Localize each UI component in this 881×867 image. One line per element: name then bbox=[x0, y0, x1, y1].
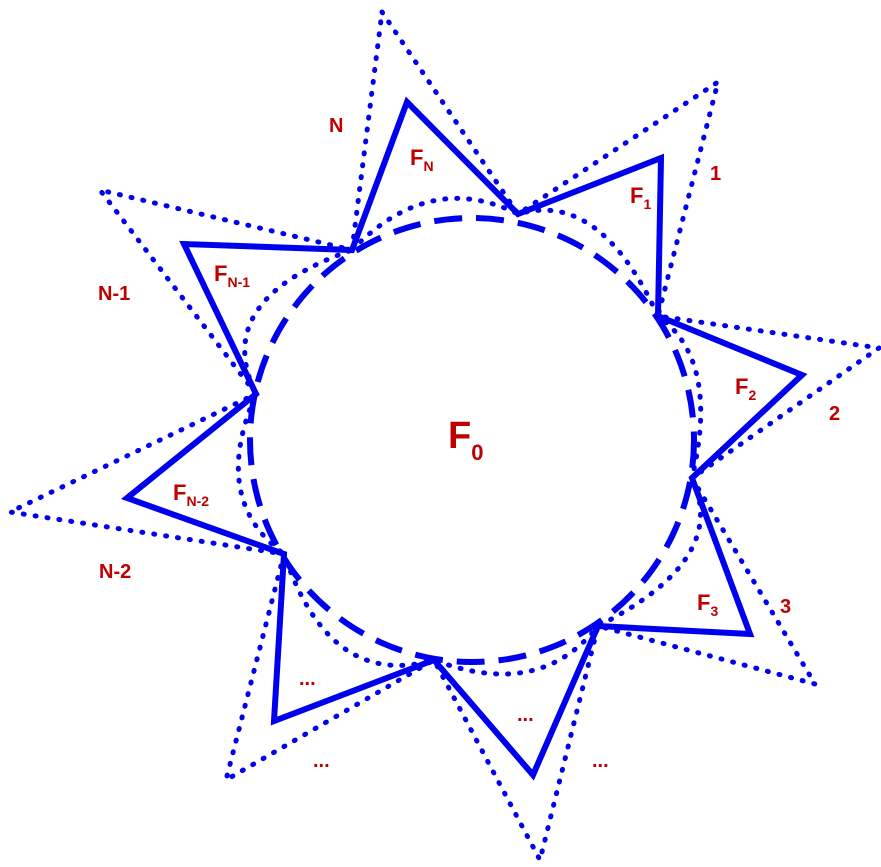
face-label-fn2: FN-2 bbox=[173, 480, 209, 509]
solid-star bbox=[120, 96, 808, 781]
index-label-3: 3 bbox=[780, 596, 791, 618]
center-label-sub: 0 bbox=[471, 440, 483, 465]
index-label-2: 2 bbox=[829, 403, 840, 425]
index-label-1: 1 bbox=[710, 163, 721, 185]
face-label-fn: FN bbox=[410, 145, 434, 174]
index-label-n: N bbox=[329, 115, 343, 137]
index-label-n1: N-1 bbox=[98, 283, 130, 305]
face-label-f2: F2 bbox=[735, 374, 756, 403]
face-label-f1: F1 bbox=[630, 183, 651, 212]
ellipsis-label: ... bbox=[313, 750, 330, 772]
ellipsis-label: ... bbox=[517, 704, 534, 726]
outer-dotted-star bbox=[7, 9, 881, 863]
index-label-n2: N-2 bbox=[99, 561, 131, 583]
center-label: F0 bbox=[448, 415, 483, 465]
ellipsis-label: ... bbox=[592, 750, 609, 772]
ellipsis-label: ... bbox=[299, 668, 316, 690]
face-label-fn1: FN-1 bbox=[214, 261, 250, 290]
central-circle bbox=[247, 215, 697, 665]
face-label-f3: F3 bbox=[697, 590, 718, 619]
